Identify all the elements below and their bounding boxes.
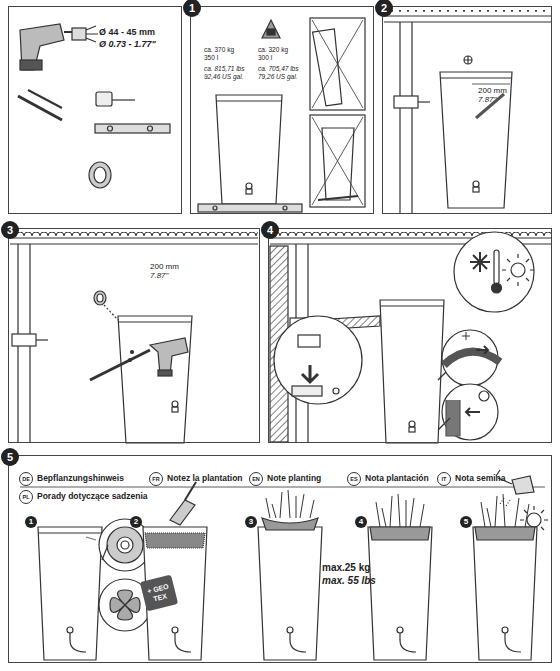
tools-panel: Ø 44 - 45 mm Ø 0.73 - 1.77" [8, 6, 182, 214]
annotation: max.25 kg [322, 562, 370, 573]
weight-and-level [198, 18, 365, 212]
annotation: ca. 320 kg [258, 46, 288, 53]
heading: Nota semina [455, 473, 506, 483]
step-panel: 5 DE Bepflanzungshinweis FR Notez la plantat… [8, 455, 552, 663]
heading: Bepflanzungshinweis [37, 473, 124, 483]
annotation: ca. 705,47 lbs [258, 65, 298, 72]
step-number: 4 [355, 516, 367, 528]
callout-number: 1 [183, 0, 201, 17]
language-heading: IT Nota semina [437, 472, 517, 486]
language-heading: FR Notez la plantation [149, 472, 247, 486]
callout-number: 2 [375, 0, 393, 17]
annotation: ca. 370 kg [204, 46, 234, 53]
heading: Notez la plantation [167, 473, 243, 483]
heading: Note planting [267, 473, 321, 483]
language-badge: DE [19, 472, 33, 486]
annotation: ca. 815,71 lbs [204, 65, 244, 72]
step-number: 1 [25, 516, 37, 528]
language-badge: ES [347, 472, 361, 486]
language-heading: PL Porady dotyczące sadzenia [19, 490, 169, 504]
callout-number: 3 [1, 221, 19, 239]
annotation: 350 l [204, 54, 218, 61]
annotation: 92,46 US gal. [204, 73, 243, 80]
language-badge: FR [149, 472, 163, 486]
step-number: 2 [130, 516, 142, 528]
gutter-downpipe [384, 10, 551, 214]
step-circle: 1 [25, 516, 37, 528]
language-heading: ES Nota plantación [347, 472, 435, 486]
annotation: 200 mm [150, 262, 179, 271]
language-heading: DE Bepflanzungshinweis [19, 472, 144, 486]
step-number: 5 [460, 516, 472, 528]
step-panel: 2 [382, 6, 552, 214]
step-circle: 5 [460, 516, 472, 528]
language-badge: IT [437, 472, 451, 486]
heading: Nota plantación [365, 473, 429, 483]
annotation: 300 l [258, 54, 272, 61]
step-circle: 3 [245, 516, 257, 528]
step-number: 3 [245, 516, 257, 528]
dimension: Ø 44 - 45 mm [99, 27, 155, 37]
dimension: Ø 0.73 - 1.77" [99, 39, 156, 49]
callout-number: 4 [261, 221, 279, 239]
annotation: 7.87" [150, 271, 168, 280]
step-panel: 1 [190, 6, 374, 214]
step-circle: 2 [130, 516, 142, 528]
heading: Porady dotyczące sadzenia [37, 491, 148, 501]
installation-season [270, 232, 551, 443]
annotation: 79,26 US gal. [258, 73, 297, 80]
annotation: 200 mm [478, 86, 507, 95]
annotation: 7.87" [478, 95, 496, 104]
language-badge: PL [19, 490, 33, 504]
geotextile-tag: + GEO TEX [143, 578, 175, 608]
planting-steps [20, 470, 548, 660]
drilling [10, 232, 258, 443]
step-panel: 4 [268, 228, 552, 443]
step-panel: 3 [8, 228, 260, 443]
annotation: max. 55 lbs [322, 575, 376, 586]
language-heading: EN Note planting [249, 472, 344, 486]
tag-text: + GEO TEX [140, 575, 178, 612]
tools [18, 24, 170, 188]
language-badge: EN [249, 472, 263, 486]
callout-number: 5 [1, 448, 19, 466]
step-circle: 4 [355, 516, 367, 528]
